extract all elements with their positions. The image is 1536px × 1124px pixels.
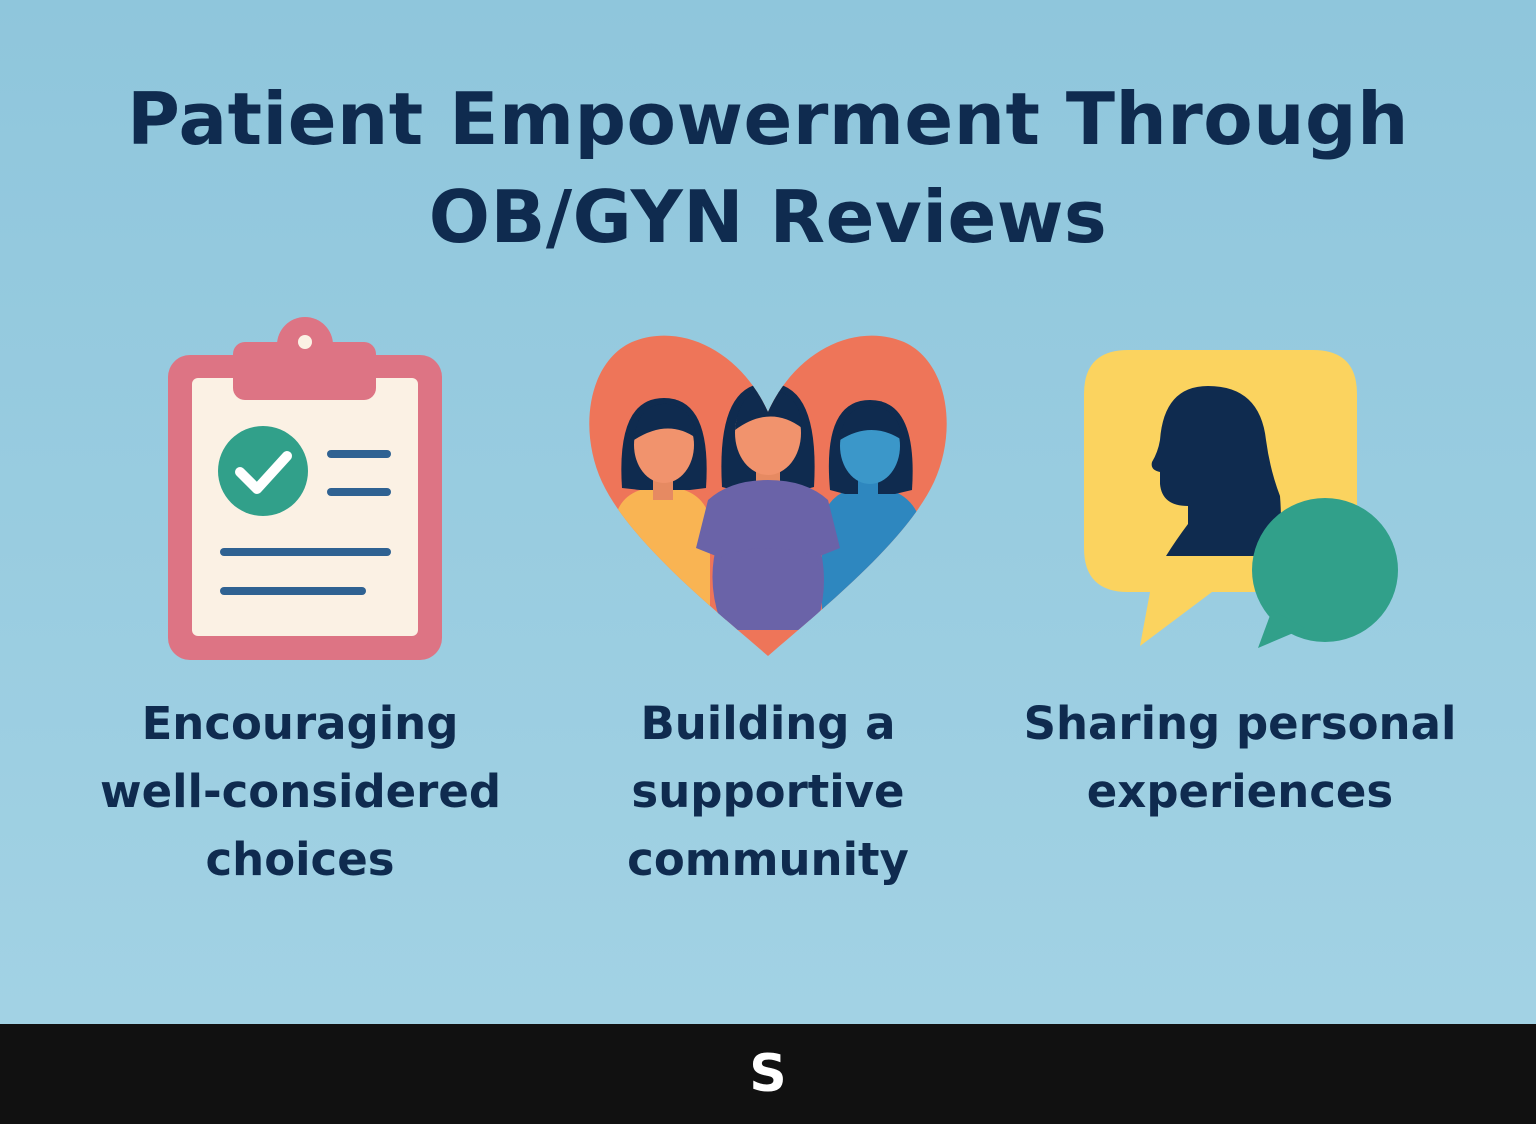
clipboard-checklist-icon [168,317,442,660]
infographic-canvas: Patient Empowerment Through OB/GYN Revie… [0,0,1536,1024]
speech-bubble-profile-icon [1084,350,1398,648]
title-line-1: Patient Empowerment Through [127,77,1409,161]
caption-line: well-considered [100,765,502,818]
caption-sharing-experiences: Sharing personal experiences [1020,690,1460,826]
heart-community-icon [589,335,947,656]
page-title: Patient Empowerment Through OB/GYN Revie… [0,70,1536,266]
footer-bar: S [0,1024,1536,1124]
caption-line: supportive [631,765,905,818]
brand-logo: S [749,1044,787,1104]
caption-line: experiences [1086,765,1394,818]
caption-line: Building a [640,697,896,750]
caption-line: community [627,833,909,886]
caption-encouraging-choices: Encouraging well-considered choices [100,690,502,894]
caption-line: choices [205,833,395,886]
caption-supportive-community: Building a supportive community [568,690,968,894]
title-line-2: OB/GYN Reviews [428,175,1108,259]
caption-line: Sharing personal [1023,697,1457,750]
caption-line: Encouraging [141,697,459,750]
